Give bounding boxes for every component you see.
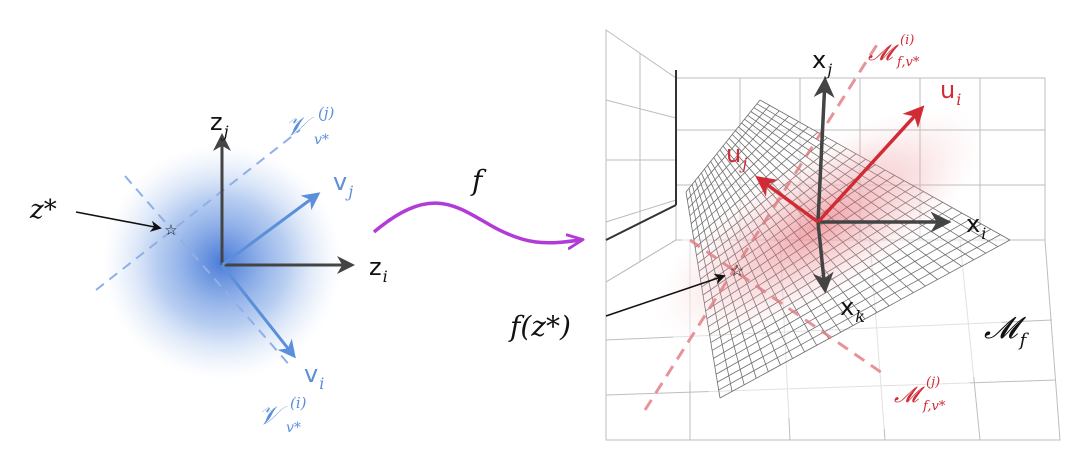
mesh-line-v xyxy=(690,121,799,224)
mesh-line-v xyxy=(685,99,761,193)
axis-x-i-label: xi xyxy=(966,210,986,243)
vector-u-j-label: uj xyxy=(726,140,747,173)
mapping-f-label: f xyxy=(470,164,487,197)
latent-space: ☆ zj zi vj vi z* 𝒱(j)v* 𝒱(i)v* xyxy=(29,104,388,436)
mesh-line-v xyxy=(692,126,809,232)
mapping-curve-arrow xyxy=(372,201,580,243)
z-star-label: z* xyxy=(29,195,57,225)
subspace-V-j-label: 𝒱(j)v* xyxy=(285,104,335,148)
axis-z-i-label: zi xyxy=(369,253,388,286)
mesh-line-v xyxy=(687,105,770,201)
axis-x-k-label: xk xyxy=(840,293,865,326)
subspace-V-i-label: 𝒱(i)v* xyxy=(258,394,307,436)
vector-u-j-arrow xyxy=(755,175,820,224)
vector-v-i-arrow xyxy=(220,264,296,359)
subspace-line-j xyxy=(95,129,301,291)
back-edge-dark-2 xyxy=(605,204,677,241)
f-z-star-label: f(z*) xyxy=(508,310,571,343)
mesh-line-v xyxy=(688,110,780,209)
f-z-star-point-icon: ☆ xyxy=(730,263,744,280)
mesh-line-v xyxy=(718,234,1001,391)
axis-x-k-arrow xyxy=(812,221,834,294)
mesh-line-v xyxy=(689,115,790,217)
vector-v-j-arrow xyxy=(221,192,321,267)
mesh-line-v xyxy=(715,223,982,375)
mesh-line-v xyxy=(717,228,991,383)
vector-u-i-arrow xyxy=(816,105,925,224)
f-z-star-pointer-arrow xyxy=(605,273,726,317)
z-star-pointer-arrow xyxy=(75,211,162,232)
axis-x-j-label: xj xyxy=(812,46,832,79)
subspace-line-i xyxy=(124,175,293,369)
mesh-line-v xyxy=(719,239,1011,399)
mapping-f: f xyxy=(372,164,580,243)
vector-v-j-label: vj xyxy=(333,168,353,201)
submanifold-M-i-label: 𝓜(i)f,v* xyxy=(868,33,920,70)
vector-u-i-label: ui xyxy=(940,76,961,109)
vector-v-i-label: vi xyxy=(304,360,324,393)
z-star-point-icon: ☆ xyxy=(164,223,177,239)
submanifold-line-i xyxy=(643,39,882,411)
axis-z-j-label: zj xyxy=(210,108,229,141)
axis-x-j-arrow xyxy=(813,76,835,223)
